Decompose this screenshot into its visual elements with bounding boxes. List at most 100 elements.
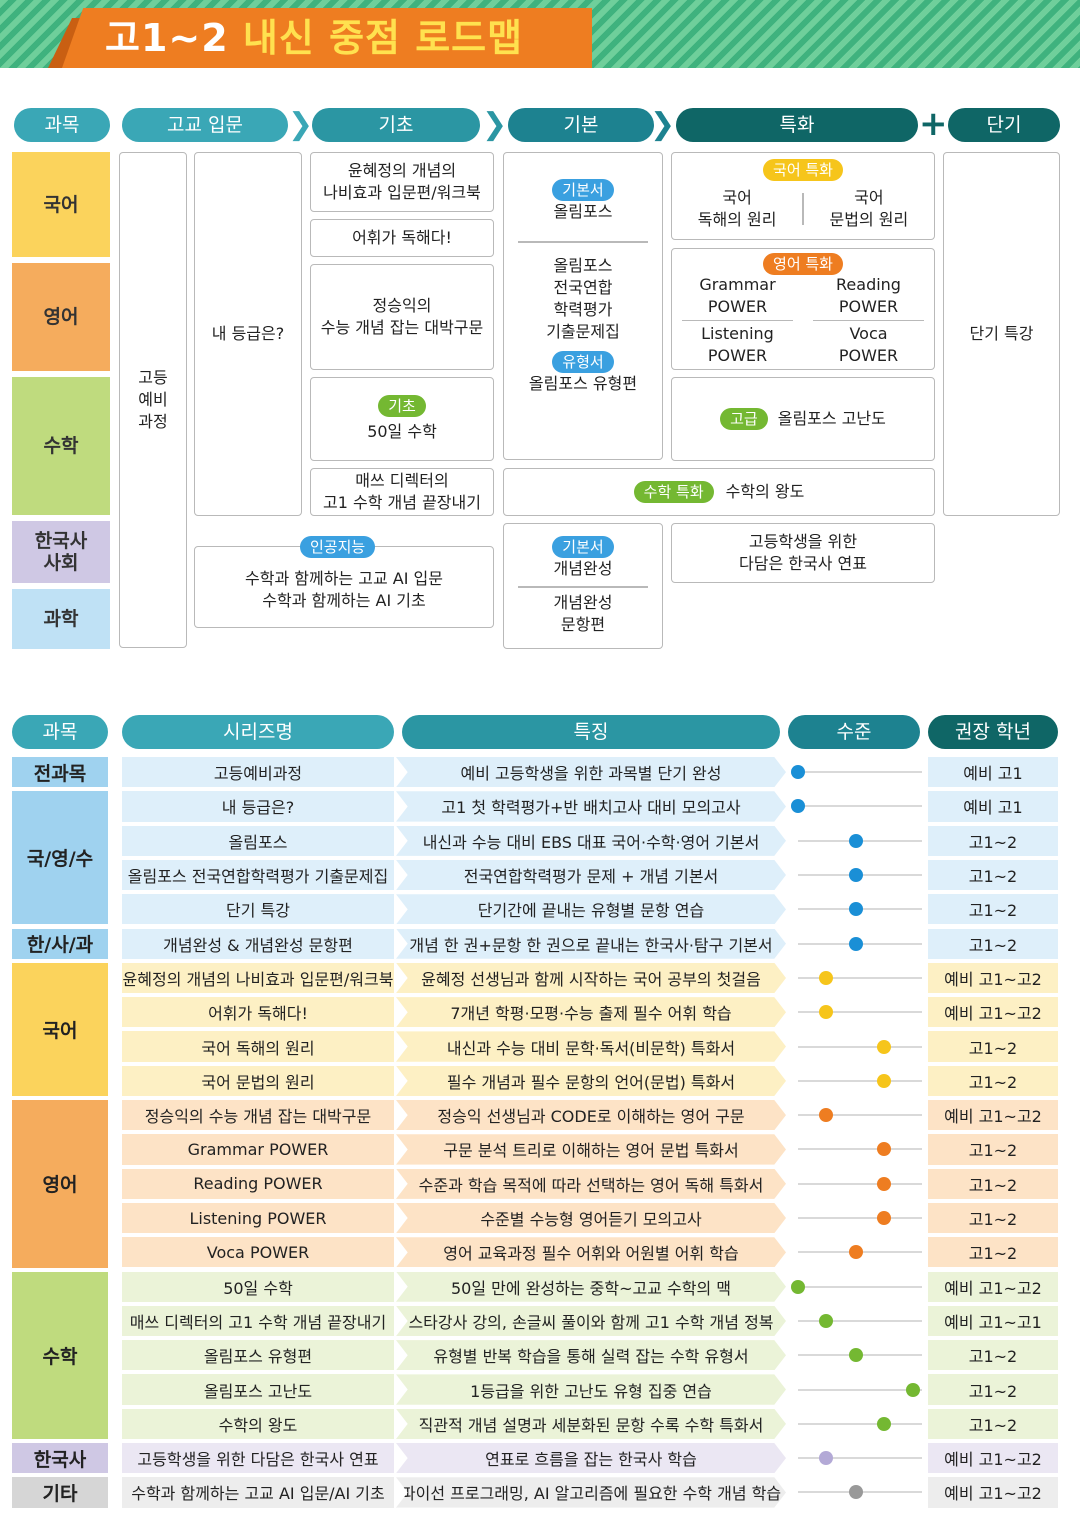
feature-cell: 스타강사 강의, 손글씨 풀이와 함께 고1 수학 개념 정복 (396, 1305, 786, 1337)
subject-history-social: 한국사 사회 (12, 521, 110, 583)
level-dot (819, 1005, 834, 1020)
subject-korean: 국어 (12, 152, 110, 257)
level-track (798, 1114, 922, 1117)
series-name-cell: 단기 특강 (122, 894, 394, 925)
level-track (798, 1285, 922, 1288)
level-track (798, 1388, 922, 1391)
table-header-series: 시리즈명 (122, 715, 394, 749)
grade-cell: 고1~2 (928, 1065, 1058, 1096)
level-dot (848, 868, 863, 883)
math-special-box: 수학 특화 수학의 왕도 (503, 468, 935, 516)
title-banner (62, 8, 592, 68)
series-name-cell: 어휘가 독해다! (122, 997, 394, 1028)
feature-cell: 단기간에 끝내는 유형별 문항 연습 (396, 894, 786, 925)
series-name-cell: 올림포스 전국연합학력평가 기출문제집 (122, 859, 394, 891)
roadmap-header-subject: 과목 (14, 108, 110, 142)
subject-english: 영어 (12, 263, 110, 371)
prep-course-box: 고등 예비 과정 (119, 152, 187, 648)
feature-cell: 내신과 수능 대비 문학·독서(비문학) 특화서 (396, 1031, 786, 1062)
feature-cell: 직관적 개념 설명과 세분화된 문항 수록 수학 특화서 (396, 1408, 786, 1439)
feature-cell: 개념 한 권+문항 한 권으로 끝내는 한국사·탐구 기본서 (396, 928, 786, 959)
level-track (798, 1319, 922, 1322)
roadmap-header-fundamental: 기본 (508, 108, 654, 142)
feature-cell: 유형별 반복 학습을 통해 실력 잡는 수학 유형서 (396, 1340, 786, 1371)
subject-math: 수학 (12, 377, 110, 515)
level-track (798, 1457, 922, 1460)
series-name-cell: 윤혜정의 개념의 나비효과 입문편/워크북 (122, 962, 394, 994)
ai-tag-wrap: 인공지능 (300, 536, 376, 558)
level-dot (876, 1416, 891, 1431)
level-dot (791, 799, 805, 814)
arrow-icon: ❯ (650, 107, 676, 142)
level-dot (819, 1108, 834, 1123)
type-book-tag: 유형서 (552, 350, 614, 373)
group-label: 수학 (12, 1271, 108, 1439)
series-name-cell: 올림포스 고난도 (122, 1374, 394, 1405)
grammar-power-label: Grammar POWER (682, 274, 793, 321)
level-track (798, 1011, 922, 1014)
feature-cell: 영어 교육과정 필수 어휘와 어원별 어휘 학습 (396, 1237, 786, 1268)
series-name-cell: Grammar POWER (122, 1134, 394, 1165)
olympos-exam-label: 올림포스 전국연합 학력평가 기출문제집 (546, 255, 620, 341)
olympos-label: 올림포스 (553, 202, 613, 221)
math-royal-label: 수학의 왕도 (725, 482, 805, 501)
level-dot (906, 1382, 921, 1397)
level-dot (876, 1176, 891, 1191)
series-name-cell: 올림포스 유형편 (122, 1340, 394, 1371)
grade-cell: 고1~2 (928, 825, 1058, 856)
series-name-cell: 수학과 함께하는 고교 AI 입문/AI 기초 (122, 1477, 394, 1508)
concept-box: 기본서 개념완성 개념완성 문항편 (503, 523, 663, 649)
level-track (798, 976, 922, 979)
grade-cell: 고1~2 (928, 1340, 1058, 1371)
ai-box: 수학과 함께하는 고교 AI 입문 수학과 함께하는 AI 기초 (194, 546, 494, 628)
basic-math-director-box: 매쓰 디렉터의 고1 수학 개념 끝장내기 (310, 468, 494, 516)
grade-cell: 고1~2 (928, 1031, 1058, 1062)
concept-label: 개념완성 (553, 559, 613, 579)
basic-jung-box: 정승익의 수능 개념 잡는 대박구문 (310, 264, 494, 370)
level-dot (791, 1279, 805, 1294)
feature-cell: 예비 고등학생을 위한 과목별 단기 완성 (396, 757, 786, 788)
series-name-cell: 개념완성 & 개념완성 문항편 (122, 928, 394, 959)
series-name-cell: 고등예비과정 (122, 757, 394, 788)
group-label: 한/사/과 (12, 928, 108, 959)
basic-50day-box: 기초 50일 수학 (310, 377, 494, 461)
feature-cell: 내신과 수능 대비 EBS 대표 국어·수학·영어 기본서 (396, 825, 786, 856)
series-name-cell: 정승익의 수능 개념 잡는 대박구문 (122, 1100, 394, 1131)
grade-cell: 고1~2 (928, 1202, 1058, 1234)
series-name-cell: 매쓰 디렉터의 고1 수학 개념 끝장내기 (122, 1305, 394, 1337)
grade-cell: 고1~2 (928, 1237, 1058, 1268)
korean-special-tag: 국어 특화 (763, 159, 843, 181)
level-track (798, 1045, 922, 1048)
feature-cell: 구문 분석 트리로 이해하는 영어 문법 특화서 (396, 1134, 786, 1165)
roadmap-header-special: 특화 (676, 108, 918, 142)
plus-icon: + (919, 104, 948, 144)
listening-power-label: Listening POWER (701, 323, 774, 365)
table-header-level: 수준 (788, 715, 920, 749)
level-dot (791, 765, 805, 780)
group-label: 전과목 (12, 757, 108, 788)
level-dot (848, 1348, 863, 1363)
math-special-tag: 수학 특화 (633, 481, 714, 503)
series-name-cell: 수학의 왕도 (122, 1408, 394, 1439)
english-special-box: 영어 특화 Grammar POWER Reading POWER Listen… (671, 248, 935, 370)
feature-cell: 필수 개념과 필수 문항의 언어(문법) 특화서 (396, 1065, 786, 1096)
grade-cell: 고1~2 (928, 1168, 1058, 1199)
level-dot (819, 1451, 834, 1466)
korean-reading-label: 국어 독해의 원리 (697, 188, 777, 229)
advanced-box: 고급 올림포스 고난도 (671, 377, 935, 461)
basic-yoon-box: 윤혜정의 개념의 나비효과 입문편/워크북 (310, 152, 494, 212)
series-name-cell: 50일 수학 (122, 1271, 394, 1302)
level-dot (848, 902, 863, 917)
roadmap-header-short: 단기 (948, 108, 1060, 142)
grade-cell: 고1~2 (928, 928, 1058, 959)
divider (518, 586, 648, 588)
level-dot (819, 970, 834, 985)
grade-cell: 고1~2 (928, 894, 1058, 925)
feature-cell: 윤혜정 선생님과 함께 시작하는 국어 공부의 첫걸음 (396, 962, 786, 994)
level-dot (876, 1039, 891, 1054)
roadmap-header-basic: 기초 (312, 108, 480, 142)
voca-power-label: Voca POWER (838, 323, 899, 365)
roadmap-header-intro: 고교 입문 (122, 108, 288, 142)
series-name-cell: 올림포스 (122, 825, 394, 856)
olympos-type-label: 올림포스 유형편 (528, 373, 638, 393)
